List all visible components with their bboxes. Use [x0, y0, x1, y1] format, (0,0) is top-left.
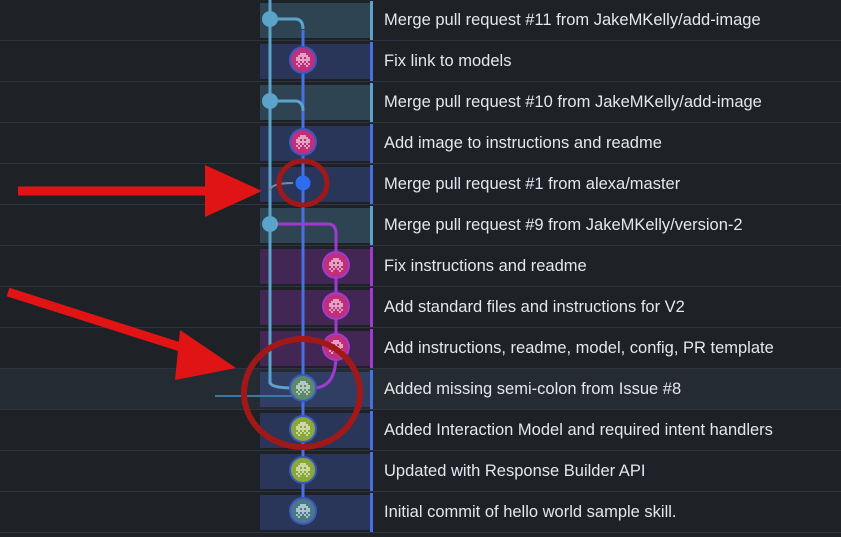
commit-row[interactable]: Initial commit of hello world sample ski… [0, 492, 841, 533]
branch-highlight-band [260, 331, 371, 366]
row-divider [0, 327, 841, 328]
invader-avatar-icon [296, 135, 310, 149]
branch-color-edge [370, 124, 373, 163]
commit-message: Added Interaction Model and required int… [384, 421, 773, 439]
invader-avatar-icon [296, 422, 310, 436]
branch-color-edge [370, 165, 373, 204]
commit-message: Add instructions, readme, model, config,… [384, 339, 774, 357]
commit-row[interactable]: Add standard files and instructions for … [0, 287, 841, 328]
branch-color-edge [370, 247, 373, 286]
commit-row[interactable]: Fix link to models [0, 41, 841, 82]
annotation-arrow-head [175, 330, 236, 380]
branch-color-edge [370, 1, 373, 40]
row-divider [0, 532, 841, 533]
invader-avatar-icon [296, 53, 310, 67]
commit-message: Added missing semi-colon from Issue #8 [384, 380, 682, 398]
commit-node-merge-dot-icon [262, 11, 278, 27]
commit-node-merge-dot-icon [262, 216, 278, 232]
commit-row[interactable]: Added missing semi-colon from Issue #8 [0, 369, 841, 410]
branch-color-edge [370, 329, 373, 368]
row-divider [0, 122, 841, 123]
branch-color-edge [370, 452, 373, 491]
commit-message: Merge pull request #11 from JakeMKelly/a… [384, 11, 761, 29]
commit-message: Merge pull request #9 from JakeMKelly/ve… [384, 216, 743, 234]
commit-message: Fix link to models [384, 52, 512, 70]
row-divider [0, 491, 841, 492]
invader-avatar-icon [296, 381, 310, 395]
annotation-arrow-head [205, 165, 262, 217]
branch-color-edge [370, 206, 373, 245]
commit-message: Merge pull request #1 from alexa/master [384, 175, 681, 193]
merge-curve [269, 182, 294, 192]
invader-avatar-icon [296, 463, 310, 477]
commit-row[interactable]: Merge pull request #11 from JakeMKelly/a… [0, 0, 841, 41]
version2-branch-line [270, 222, 338, 390]
row-divider [0, 81, 841, 82]
highlight-circle [276, 158, 330, 208]
commit-message: Fix instructions and readme [384, 257, 587, 275]
branch-highlight-band [260, 290, 371, 325]
commit-message: Merge pull request #10 from JakeMKelly/a… [384, 93, 762, 111]
invader-avatar-icon [329, 258, 343, 272]
row-divider [0, 204, 841, 205]
commit-message: Add image to instructions and readme [384, 134, 662, 152]
row-divider [0, 163, 841, 164]
invader-avatar-icon [329, 299, 343, 313]
row-divider [0, 245, 841, 246]
commit-message: Updated with Response Builder API [384, 462, 646, 480]
branch-color-edge [370, 411, 373, 450]
commit-row[interactable]: Add instructions, readme, model, config,… [0, 328, 841, 369]
highlight-circle [241, 336, 363, 450]
row-divider [0, 368, 841, 369]
merge-curve [270, 99, 305, 112]
row-divider [0, 409, 841, 410]
commit-row[interactable]: Added Interaction Model and required int… [0, 410, 841, 451]
merge-curve [270, 17, 305, 30]
branch-color-edge [370, 288, 373, 327]
branch-highlight-band [260, 249, 371, 284]
annotation-arrow-shaft [6, 287, 198, 357]
row-divider [0, 450, 841, 451]
branch-color-edge [370, 493, 373, 532]
invader-avatar-icon [296, 504, 310, 518]
row-divider [0, 286, 841, 287]
commit-row[interactable]: Fix instructions and readme [0, 246, 841, 287]
branch-color-edge [370, 83, 373, 122]
commit-message: Initial commit of hello world sample ski… [384, 503, 677, 521]
commit-node-merge-dot-icon [295, 175, 311, 191]
commit-node-merge-dot-icon [262, 93, 278, 109]
commit-message: Add standard files and instructions for … [384, 298, 685, 316]
row-divider [0, 40, 841, 41]
branch-color-edge [370, 42, 373, 81]
branch-color-edge [370, 370, 373, 409]
